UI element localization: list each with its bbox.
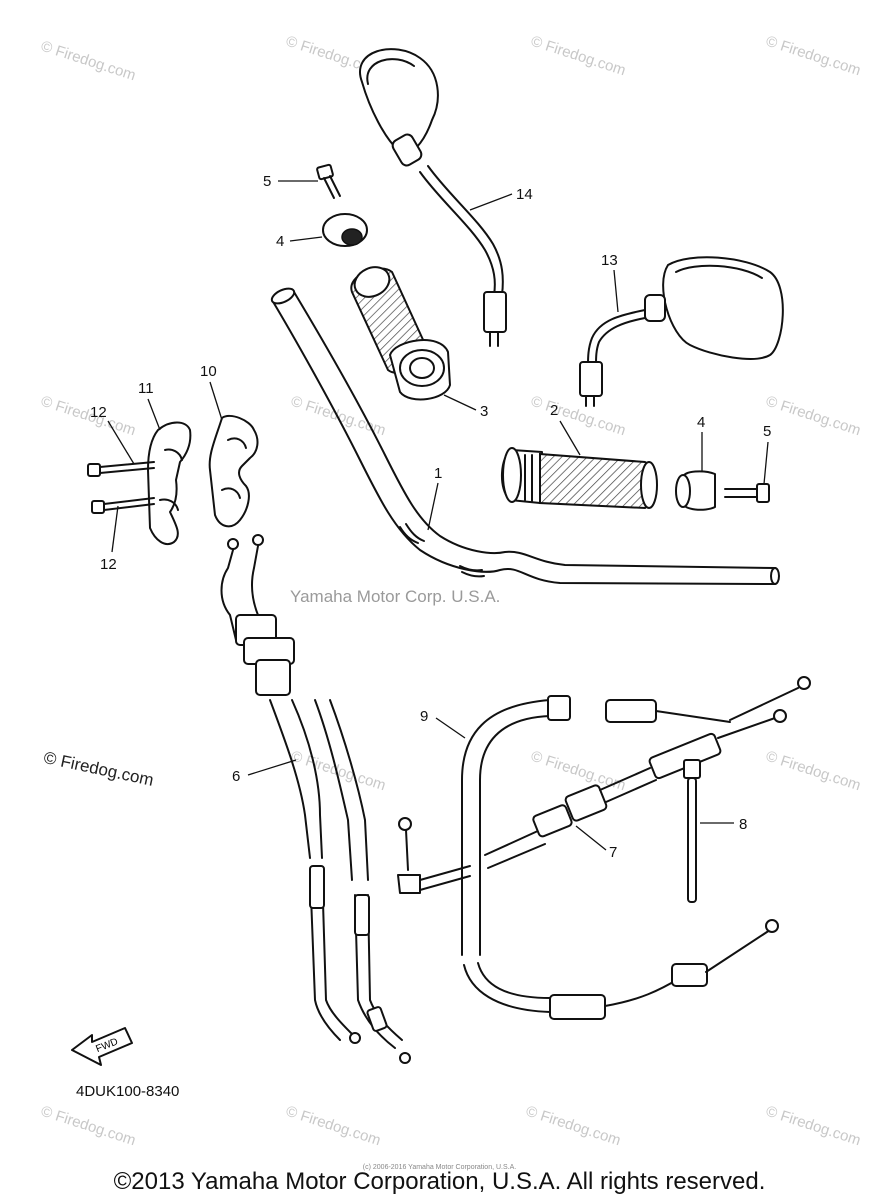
svg-text:© Firedog.com: © Firedog.com [284,1103,383,1150]
svg-text:© Firedog.com: © Firedog.com [764,1103,863,1150]
svg-text:© Firedog.com: © Firedog.com [529,33,628,80]
svg-text:© Firedog.com: © Firedog.com [39,38,138,85]
callout-9: 9 [420,708,428,725]
svg-text:© Firedog.com: © Firedog.com [764,748,863,795]
svg-text:© Firedog.com: © Firedog.com [524,1103,623,1150]
part-12-screw-lower [91,497,155,514]
callout-11: 11 [138,380,154,397]
callout-7: 7 [609,844,617,861]
callout-10: 10 [200,363,217,380]
callout-14: 14 [516,186,533,203]
part-2-left-grip [501,447,658,510]
svg-text:© Firedog.com: © Firedog.com [529,748,628,795]
fwd-arrow-icon: FWD [71,1027,133,1066]
svg-text:© Firedog.com: © Firedog.com [289,748,388,795]
callout-group: 5 4 14 13 3 2 4 5 1 10 11 12 12 6 9 7 8 [90,173,771,861]
callout-1: 1 [434,465,442,482]
diagram-code: 4DUK100-8340 [76,1083,180,1100]
svg-text:© Firedog.com: © Firedog.com [39,393,138,440]
small-copyright: (c) 2006-2016 Yamaha Motor Corporation, … [362,1164,517,1171]
callout-5-top: 5 [263,173,271,190]
callout-3: 3 [480,403,488,420]
part-5-screw-right [724,483,770,503]
callout-12-upper: 12 [90,404,107,421]
part-12-screw-upper [87,461,155,477]
callout-5-right: 5 [763,423,771,440]
part-11-holder [147,421,192,546]
part-4-end-weight-right [675,470,716,511]
part-8-cable-tie [683,759,701,903]
part-6-throttle-cable [220,534,411,1064]
part-14-left-mirror [359,48,507,347]
svg-text:© Firedog.com: © Firedog.com [764,393,863,440]
part-4-end-weight-top [322,213,368,247]
callout-2: 2 [550,402,558,419]
callout-12-lower: 12 [100,556,117,573]
svg-text:© Firedog.com: © Firedog.com [39,1103,138,1150]
callout-6: 6 [232,768,240,785]
callout-4-top: 4 [276,233,284,250]
part-9-clutch-cable [461,676,811,1020]
part-7-cable [397,709,787,894]
part-5-screw-top [316,163,341,199]
svg-text:© Firedog.com: © Firedog.com [764,33,863,80]
copyright-footer: ©2013 Yamaha Motor Corporation, U.S.A. A… [113,1168,766,1195]
center-watermark: Yamaha Motor Corp. U.S.A. [290,587,500,606]
callout-13: 13 [601,252,618,269]
svg-text:© Firedog.com: © Firedog.com [529,393,628,440]
part-10-holder [208,414,259,528]
part-3-throttle-grip [350,266,451,401]
callout-4-right: 4 [697,414,705,431]
callout-8: 8 [739,816,747,833]
part-13-right-mirror [579,256,784,407]
